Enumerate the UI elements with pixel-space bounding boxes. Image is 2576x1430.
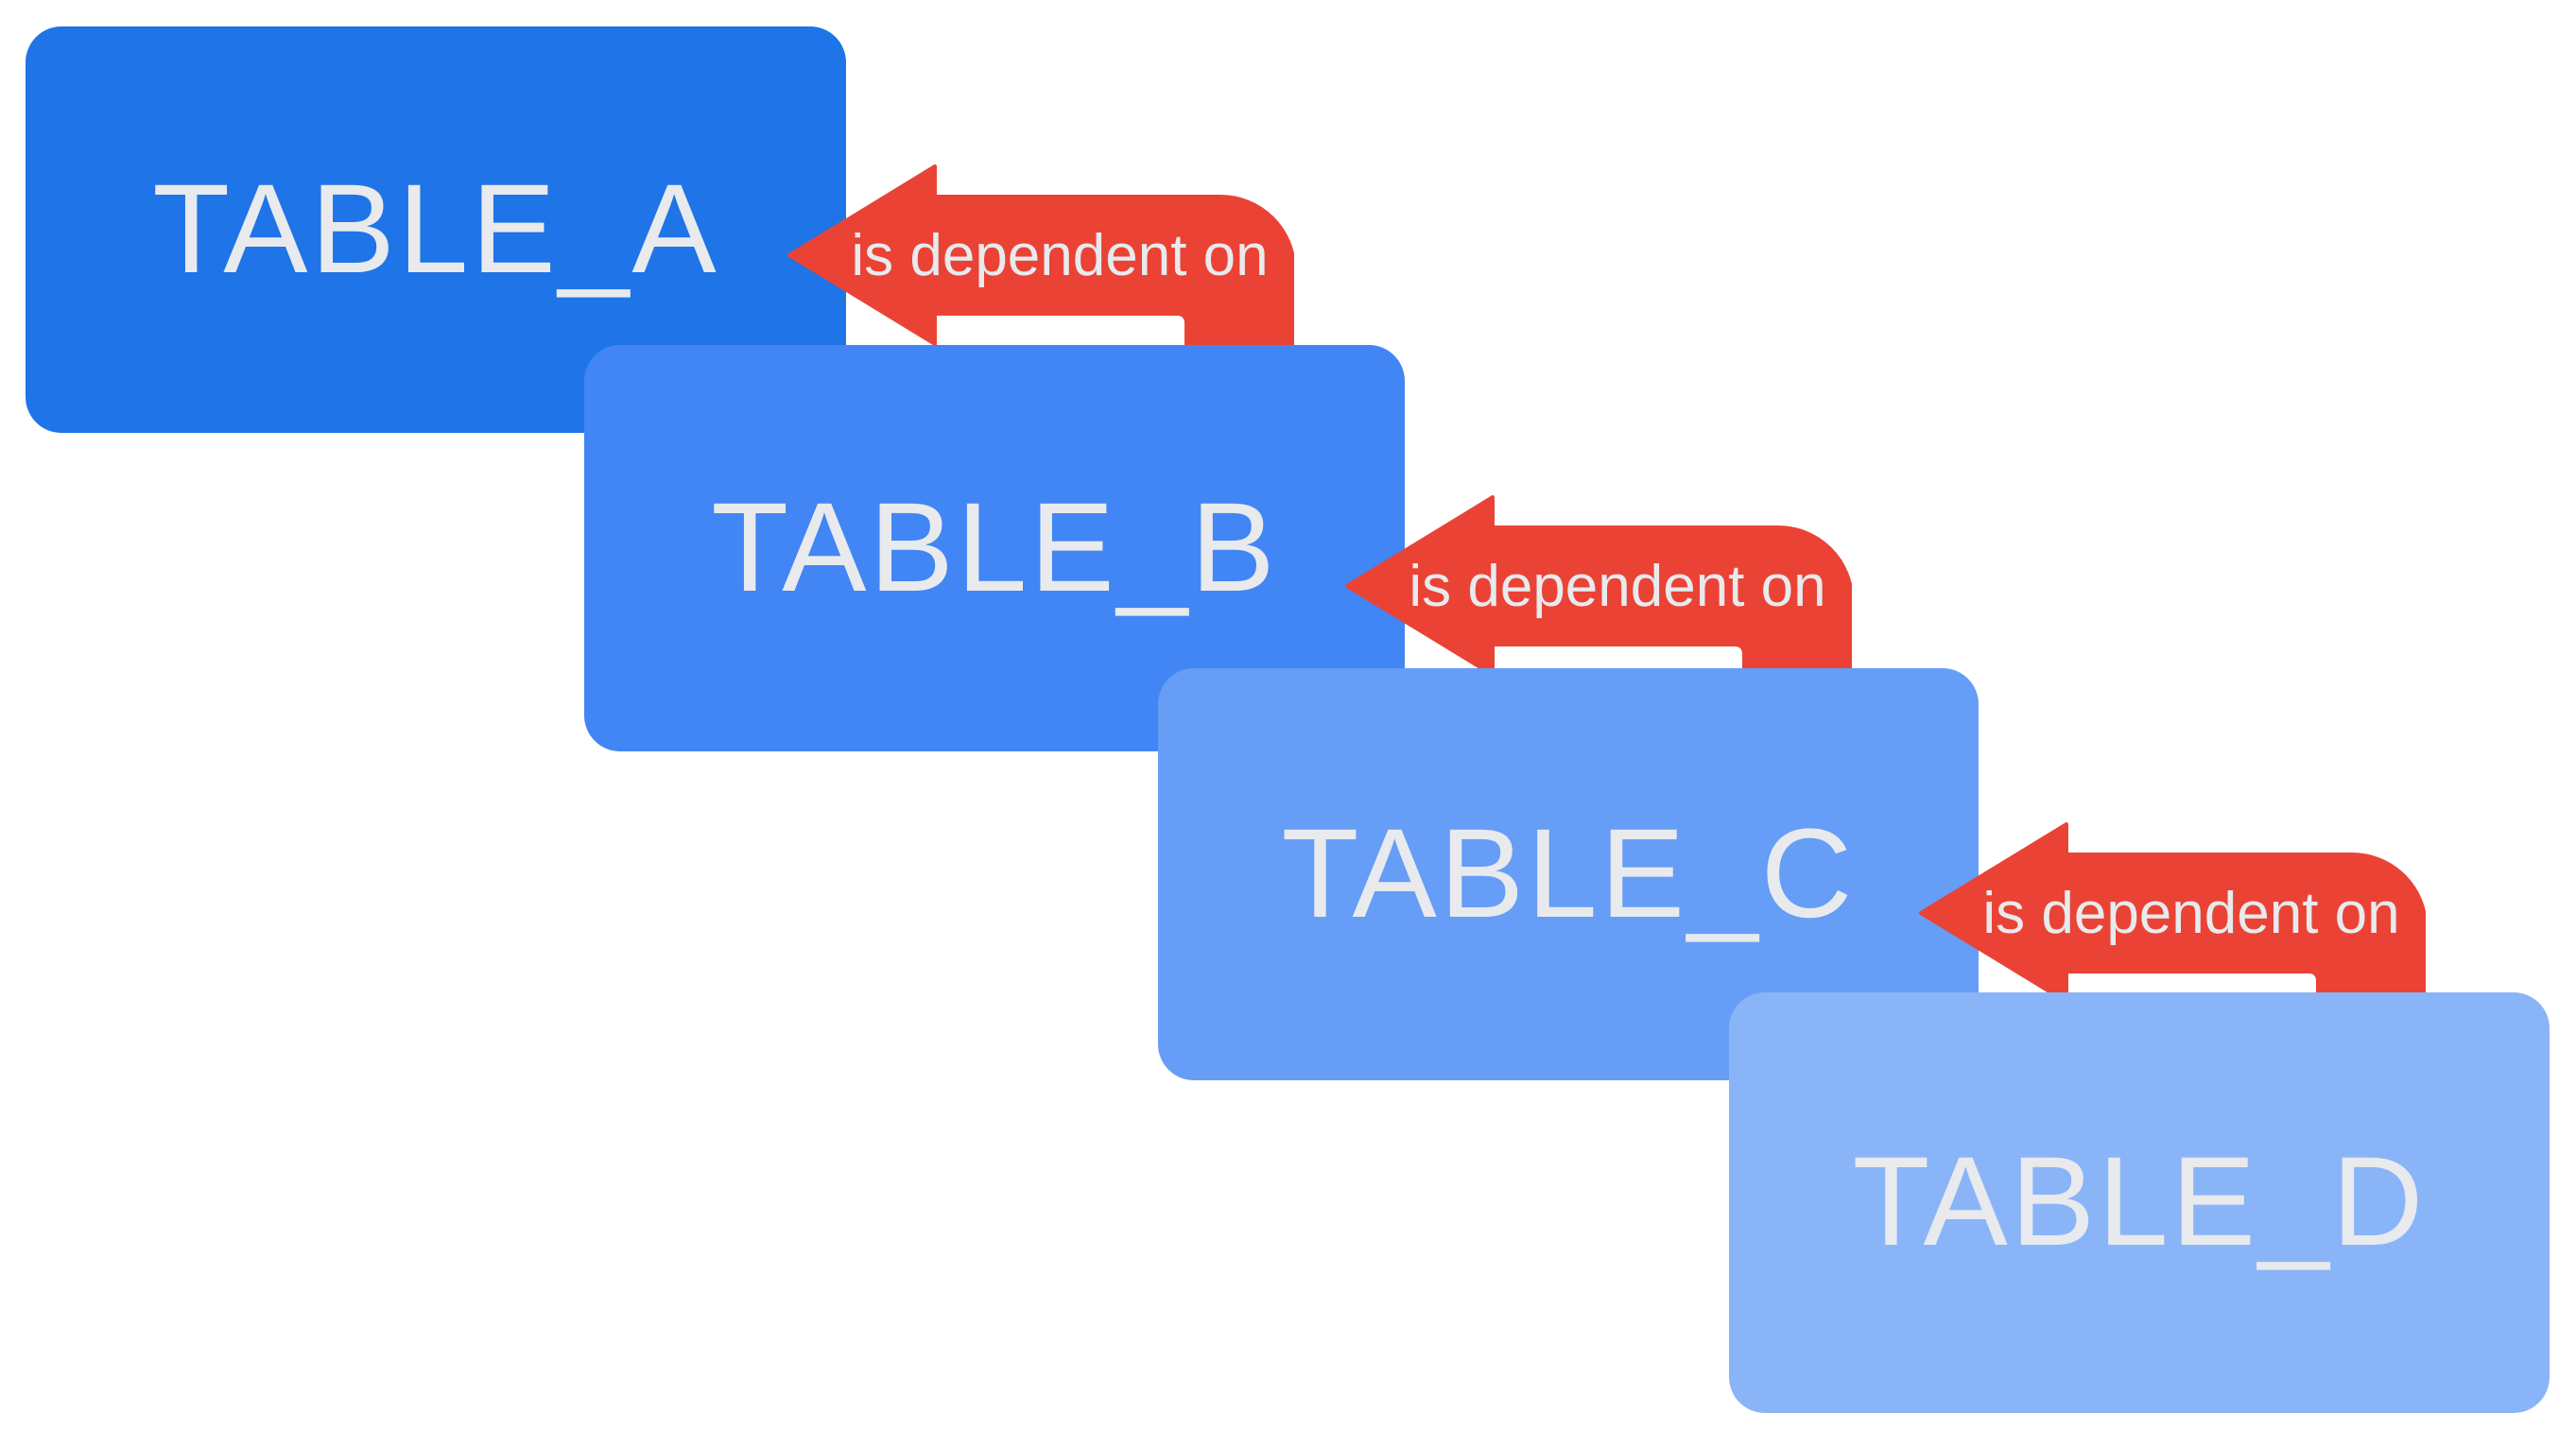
arrow-shape [787,164,1294,363]
table-label-d: TABLE_D [1852,1131,2427,1273]
table-label-a: TABLE_A [152,158,719,300]
table-node-a: TABLE_A [26,26,846,433]
arrow-label: is dependent on [851,222,1269,288]
dependency-arrow-b-to-a: is dependent on [787,164,1294,363]
left-arrow-icon [787,164,1294,363]
table-label-c: TABLE_C [1281,802,1856,944]
left-arrow-icon [1919,822,2426,1021]
arrow-shape [1919,822,2426,1021]
dependency-arrow-c-to-b: is dependent on [1345,495,1852,694]
table-node-d: TABLE_D [1729,992,2550,1413]
arrow-label: is dependent on [1982,880,2400,946]
table-label-b: TABLE_B [711,476,1278,618]
arrow-shape [1345,495,1852,694]
arrow-label: is dependent on [1409,553,1826,619]
left-arrow-icon [1345,495,1852,694]
dependency-arrow-d-to-c: is dependent on [1919,822,2426,1021]
